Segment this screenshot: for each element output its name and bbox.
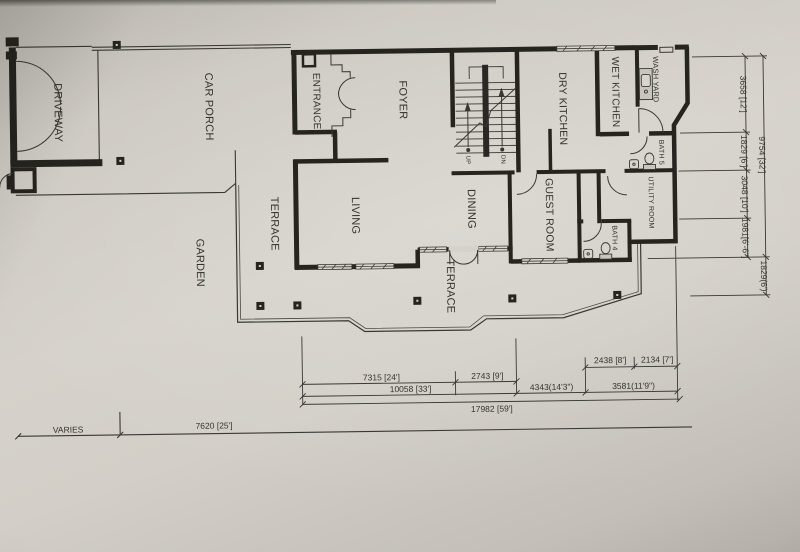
- room-label-wash-yard: WASH YARD: [651, 56, 661, 103]
- stair-stringer: [482, 64, 490, 157]
- windows: [317, 45, 616, 271]
- window-top-wall: [556, 45, 616, 52]
- room-label-entrance: ENTRANCE: [310, 73, 322, 130]
- dim-17982: 17982 [59']: [471, 403, 513, 414]
- column-centers: [115, 43, 619, 307]
- room-label-wet-kitchen: WET KITCHEN: [609, 56, 621, 127]
- dim-varies: VARIES: [53, 424, 84, 434]
- bath5-toilet: [643, 152, 656, 171]
- dim-2134: 2134 [7']: [641, 354, 673, 364]
- terrace-door-leaf-1: [449, 250, 464, 265]
- dim-7315: 7315 [24']: [363, 372, 400, 383]
- bottom-dimension-lines: [299, 246, 684, 408]
- room-label-terrace-rear: TERRACE: [444, 259, 457, 313]
- staircase: [453, 64, 517, 157]
- entrance-niche: [301, 52, 317, 68]
- wash-yard-counter: [638, 68, 654, 101]
- doors: [330, 43, 675, 265]
- dim-3048: 3048 [10']: [740, 176, 751, 213]
- stair-break-line: [453, 87, 516, 148]
- dim-4343: 4343(14'3"): [530, 382, 574, 393]
- bottom-dimension-labels: 7315 [24'] 2743 [9'] 2438 [8'] 2134 [7']…: [53, 354, 674, 435]
- entrance-door-leaf-1: [337, 77, 356, 95]
- window-living-1: [317, 263, 353, 271]
- dim-3658: 3658 [12']: [738, 76, 749, 113]
- dim-9754: 9754 [32']: [757, 136, 768, 173]
- window-dining-2: [478, 245, 509, 252]
- entrance-jamb-top: [330, 53, 351, 78]
- right-dimension-labels: 3658 [12'] 1829 [6'] 3048 [10'] 1981[6'-…: [738, 76, 769, 292]
- wash-yard-door: [638, 108, 664, 133]
- bath5-door: [630, 136, 648, 155]
- bath5-sink: [628, 159, 639, 170]
- wash-yard-rear-door: [659, 46, 674, 53]
- room-label-bath5: BATH 5: [657, 140, 664, 165]
- room-label-dining: DINING: [465, 189, 478, 229]
- room-label-living: LIVING: [349, 197, 362, 234]
- room-label-terrace-side: TERRACE: [268, 197, 281, 251]
- room-label-car-porch: CAR PORCH: [202, 73, 215, 141]
- down-arrow: [498, 87, 505, 97]
- dim-7620: 7620 [25']: [195, 420, 232, 431]
- site-boundary-lines: [14, 43, 693, 440]
- entrance-jamb-bottom: [331, 109, 352, 137]
- terrace-outline: [235, 183, 642, 333]
- bath4-toilet: [599, 242, 613, 260]
- fixtures: [583, 68, 656, 260]
- dim-10058: 10058 [33']: [390, 384, 432, 395]
- terrace-door-leaf-2: [463, 249, 479, 265]
- dim-1829a: 1829 [6']: [739, 135, 749, 167]
- room-label-bath4: BATH 4: [610, 225, 617, 250]
- dim-3581: 3581(11'9"): [612, 380, 655, 391]
- room-label-driveway: DRIVEWAY: [51, 83, 64, 143]
- gate-post: [10, 167, 37, 194]
- stair-label-dn: DN: [499, 155, 505, 164]
- room-label-garden: GARDEN: [193, 239, 206, 287]
- room-label-guest-room: GUEST ROOM: [543, 178, 556, 252]
- pedestrian-gate-arc: [0, 172, 13, 188]
- bath4-door: [583, 223, 602, 242]
- room-label-utility-room: UTILITY ROOM: [647, 176, 655, 228]
- window-living-2: [355, 263, 395, 270]
- room-label-foyer: FOYER: [396, 80, 409, 119]
- window-dining-1: [419, 246, 448, 253]
- up-arrow: [464, 102, 471, 112]
- driveway-structure: [0, 37, 103, 194]
- bath4-sink: [583, 248, 594, 259]
- dim-2743: 2743 [9']: [471, 371, 503, 381]
- right-dimension-lines: [647, 52, 771, 299]
- stair-label-up: UP: [464, 156, 470, 165]
- guest-room-door: [516, 174, 538, 195]
- room-labels: DRIVEWAY CAR PORCH GARDEN ENTRANCE FOYER…: [51, 56, 664, 313]
- dim-2438: 2438 [8']: [594, 355, 626, 365]
- window-guest: [521, 257, 569, 265]
- dim-1981: 1981[6'-6"]: [740, 218, 751, 259]
- house-walls: [290, 44, 690, 270]
- entrance-door-leaf-2: [337, 92, 356, 111]
- utility-room-door: [607, 176, 627, 196]
- room-label-dry-kitchen: DRY KITCHEN: [556, 72, 569, 145]
- dim-1829b: 1829(6'): [759, 260, 769, 291]
